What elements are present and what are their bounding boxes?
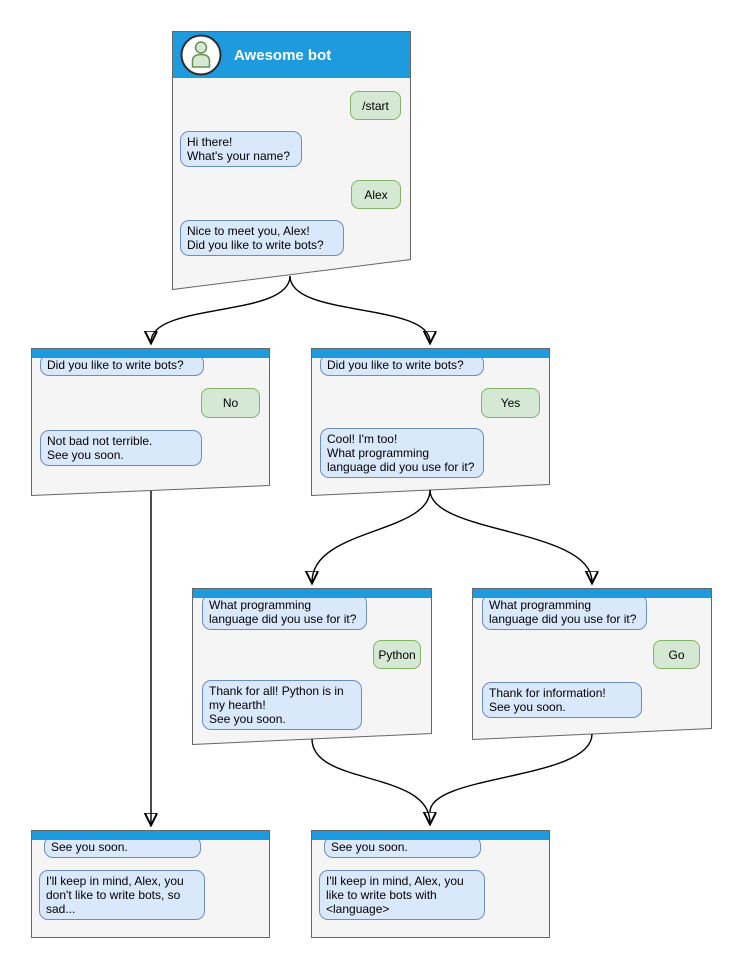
user-message-bubble: Go: [653, 640, 700, 669]
bot-message-bubble: See you soon.: [324, 836, 481, 858]
user-message-bubble: No: [201, 388, 260, 418]
user-message-bubble: Python: [373, 640, 421, 669]
bot-message-bubble: Thank for information! See you soon.: [482, 682, 642, 718]
bot-message-bubble: Nice to meet you, Alex! Did you like to …: [180, 220, 344, 256]
connector-python-to-final-yes: [311, 738, 430, 823]
user-message-bubble: Alex: [351, 180, 401, 209]
node-final-no: See you soon. I'll keep in mind, Alex, y…: [31, 830, 270, 938]
bot-message-bubble: I'll keep in mind, Alex, you don't like …: [39, 870, 205, 920]
window-titlebar: [32, 831, 269, 840]
bot-message-bubble: What programming language did you use fo…: [482, 594, 647, 630]
bot-message-bubble: Thank for all! Python is in my hearth! S…: [202, 680, 362, 730]
bot-message-bubble: I'll keep in mind, Alex, you like to wri…: [319, 870, 485, 920]
chat-header: Awesome bot: [173, 32, 410, 78]
bot-message-bubble: Hi there! What's your name?: [180, 131, 302, 167]
window-titlebar: [312, 349, 549, 358]
bot-message-bubble: Cool! I'm too! What programming language…: [320, 428, 484, 478]
user-message-bubble: /start: [350, 91, 401, 120]
node-branch-yes: Did you like to write bots? Yes Cool! I'…: [311, 348, 550, 496]
node-branch-no: Did you like to write bots? No Not bad n…: [31, 348, 270, 496]
connector-yes-to-go: [429, 489, 592, 582]
bot-message-bubble: Not bad not terrible. See you soon.: [40, 430, 202, 466]
window-titlebar: [473, 589, 711, 598]
node-branch-go: What programming language did you use fo…: [472, 588, 712, 740]
window-titlebar: [193, 589, 431, 598]
node-start-chat: Awesome bot /start Hi there! What's your…: [172, 31, 411, 290]
bot-message-bubble: See you soon.: [44, 836, 201, 858]
user-message-bubble: Yes: [481, 388, 540, 418]
node-final-yes: See you soon. I'll keep in mind, Alex, y…: [311, 830, 550, 938]
person-icon: [180, 34, 222, 76]
node-branch-python: What programming language did you use fo…: [192, 588, 432, 745]
bot-message-bubble: What programming language did you use fo…: [202, 594, 367, 630]
chat-title: Awesome bot: [234, 46, 332, 64]
connector-go-to-final-yes: [429, 733, 593, 813]
window-titlebar: [32, 349, 269, 358]
connector-yes-to-python: [312, 489, 431, 582]
window-titlebar: [312, 831, 549, 840]
